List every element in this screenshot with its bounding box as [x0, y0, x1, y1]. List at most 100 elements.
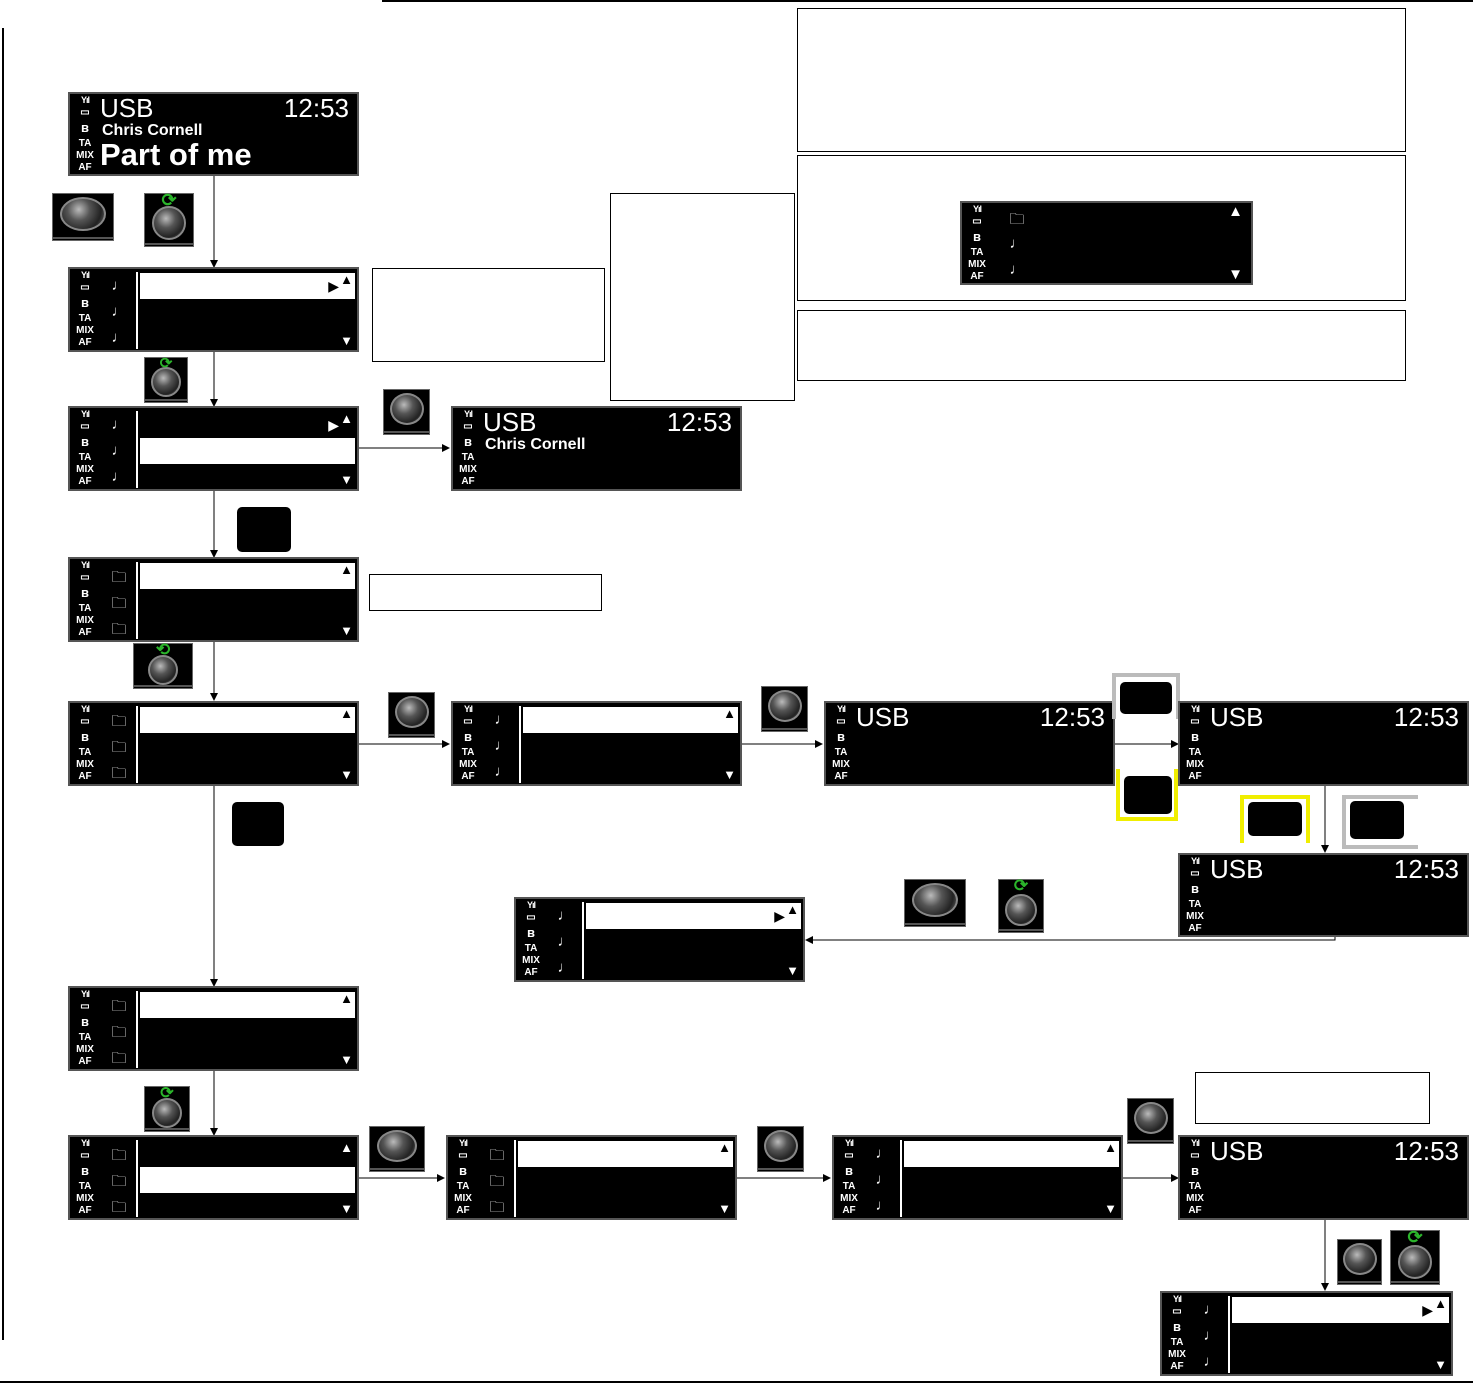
- list-item-selected[interactable]: [904, 1141, 1119, 1167]
- enter-knob[interactable]: [369, 1126, 425, 1172]
- enter-knob[interactable]: [761, 686, 808, 732]
- signal-icon: Yıl: [463, 409, 473, 419]
- rotate-knob[interactable]: ⟳: [1390, 1227, 1440, 1285]
- folder-icon: 🗀: [111, 1199, 127, 1216]
- list-item-selected[interactable]: [140, 438, 355, 464]
- af-label: AF: [1188, 1205, 1202, 1216]
- prev-button[interactable]: [1248, 802, 1302, 836]
- bluetooth-icon: ʙ: [81, 295, 89, 310]
- scroll-up-icon: ▲: [340, 706, 353, 721]
- mix-label: MIX: [76, 759, 94, 770]
- rotate-knob-ccw[interactable]: ⟲: [133, 640, 193, 689]
- rotate-knob[interactable]: ⟳: [144, 355, 188, 403]
- signal-icon: Yıl: [80, 409, 90, 419]
- list-item-selected[interactable]: [140, 992, 355, 1018]
- signal-icon: Yıl: [80, 560, 90, 570]
- usb-clock-screen-2: Yıl ▭ ʙ TA MIX AF USB 12:53: [1178, 701, 1469, 786]
- bluetooth-icon: ʙ: [464, 434, 472, 449]
- bluetooth-icon: ʙ: [81, 729, 89, 744]
- note-icon: ♩: [1009, 235, 1025, 252]
- mix-label: MIX: [76, 615, 94, 626]
- folder-list-screen-4: Yıl ▭ ʙ TA MIX AF 🗀 🗀 🗀 ▲ ▼: [68, 1135, 359, 1220]
- af-label: AF: [461, 771, 475, 782]
- list-item-selected[interactable]: [140, 273, 355, 299]
- folder-icon: 🗀: [111, 595, 127, 612]
- list-item-selected[interactable]: [1232, 1297, 1449, 1323]
- af-label: AF: [1188, 771, 1202, 782]
- list-item-selected[interactable]: [140, 1167, 355, 1193]
- clock: 12:53: [1393, 854, 1459, 884]
- back-button[interactable]: [232, 802, 284, 846]
- enter-knob[interactable]: [1127, 1098, 1174, 1144]
- folder-icon: 🗀: [111, 1147, 127, 1164]
- rotate-knob[interactable]: ⟳: [144, 1085, 190, 1132]
- signal-icon: Yıl: [80, 704, 90, 714]
- enter-knob[interactable]: [757, 1126, 804, 1172]
- ta-label: TA: [1170, 1337, 1184, 1348]
- bluetooth-icon: ʙ: [81, 1014, 89, 1029]
- folder-list-screen-2: Yıl ▭ ʙ TA MIX AF 🗀 🗀 🗀 ▲ ▼: [68, 701, 359, 786]
- rotate-knob[interactable]: ⟳: [144, 190, 194, 247]
- mix-label: MIX: [968, 259, 986, 270]
- signal-icon: Yıl: [836, 704, 846, 714]
- artist-name: Chris Cornell: [102, 122, 203, 139]
- folder-icon: 🗀: [1009, 211, 1025, 228]
- ta-label: TA: [461, 452, 475, 463]
- rotate-knob[interactable]: ⟳: [998, 876, 1044, 933]
- note-icon: ♩: [557, 959, 573, 976]
- ta-label: TA: [1188, 899, 1202, 910]
- scroll-down-icon: ▼: [786, 963, 799, 978]
- battery-icon: ▭: [972, 216, 982, 227]
- mix-label: MIX: [840, 1193, 858, 1204]
- battery-icon: ▭: [458, 1150, 468, 1161]
- prev-button[interactable]: [1120, 682, 1172, 714]
- mix-label: MIX: [1186, 911, 1204, 922]
- note-icon: ♩: [111, 468, 127, 485]
- scroll-up-icon: ▲: [1104, 1140, 1117, 1155]
- ta-label: TA: [78, 452, 92, 463]
- signal-icon: Yıl: [1190, 704, 1200, 714]
- list-item-selected[interactable]: [586, 903, 801, 929]
- enter-knob[interactable]: [1337, 1239, 1382, 1285]
- mix-label: MIX: [1186, 1193, 1204, 1204]
- scroll-up-icon: ▲: [340, 272, 353, 287]
- signal-icon: Yıl: [80, 95, 90, 105]
- battery-icon: ▭: [80, 107, 90, 118]
- list-item-selected[interactable]: [518, 1141, 733, 1167]
- button-bracket-yellow: [1116, 769, 1178, 821]
- scroll-down-icon: ▼: [340, 1201, 353, 1216]
- list-item-selected[interactable]: [140, 563, 355, 589]
- scroll-down-icon: ▼: [340, 472, 353, 487]
- now-playing-screen-2: Yıl ▭ ʙ TA MIX AF USB 12:53 Chris Cornel…: [451, 406, 742, 491]
- enter-knob[interactable]: [904, 879, 966, 927]
- clock: 12:53: [1393, 1136, 1459, 1166]
- mix-label: MIX: [76, 1044, 94, 1055]
- note-icon: ♩: [1203, 1301, 1219, 1318]
- next-button[interactable]: [1124, 776, 1172, 814]
- back-button[interactable]: [237, 507, 291, 552]
- battery-icon: ▭: [1172, 1306, 1182, 1317]
- scroll-down-icon: ▼: [340, 623, 353, 638]
- folder-icon: 🗀: [489, 1173, 505, 1190]
- enter-knob[interactable]: [52, 193, 114, 241]
- af-label: AF: [524, 967, 538, 978]
- bluetooth-icon: ʙ: [81, 434, 89, 449]
- ta-label: TA: [834, 747, 848, 758]
- enter-knob[interactable]: [388, 692, 435, 738]
- next-button[interactable]: [1350, 801, 1404, 839]
- song-list-screen-3: Yıl ▭ ʙ TA MIX AF ♩ ♩ ♩ ▲ ▼: [451, 701, 742, 786]
- bluetooth-icon: ʙ: [1173, 1319, 1181, 1334]
- list-item-selected[interactable]: [140, 707, 355, 733]
- scroll-down-icon: ▼: [718, 1201, 731, 1216]
- af-label: AF: [78, 1056, 92, 1067]
- af-label: AF: [78, 337, 92, 348]
- battery-icon: ▭: [80, 421, 90, 432]
- af-label: AF: [1188, 923, 1202, 934]
- folder-icon: 🗀: [111, 998, 127, 1015]
- list-item-selected[interactable]: [523, 707, 738, 733]
- scroll-down-icon: ▼: [1104, 1201, 1117, 1216]
- enter-knob[interactable]: [383, 389, 430, 435]
- song-list-screen-2: Yıl ▭ ʙ TA MIX AF ♩ ♩ ♩ ▶ ▲ ▼: [68, 406, 359, 491]
- bluetooth-icon: ʙ: [1191, 729, 1199, 744]
